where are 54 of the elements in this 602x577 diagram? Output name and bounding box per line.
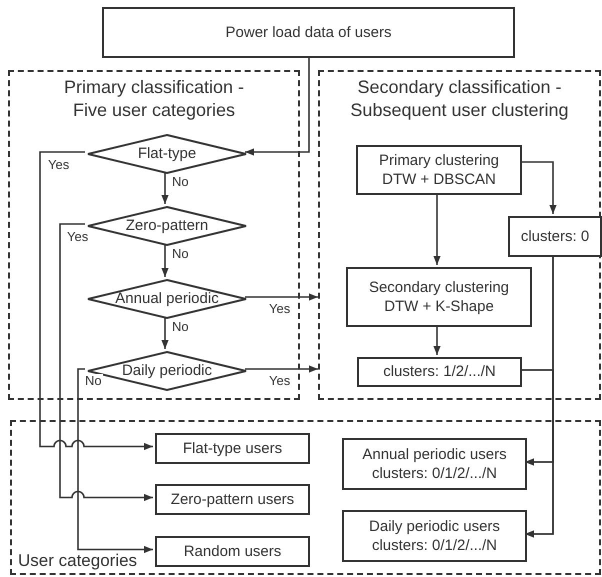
arrow [433, 193, 441, 265]
arrow [59, 223, 153, 502]
node-label: clusters: 0/1/2/.../N [372, 464, 498, 484]
process-box [357, 357, 522, 387]
node-label: Annual periodic users [362, 444, 507, 464]
edge-label: Yes [268, 374, 292, 387]
dashed-group-frame [318, 70, 601, 400]
node-label: Zero-pattern users [170, 490, 294, 510]
node-label: Flat-type [138, 144, 196, 164]
arrow [520, 369, 554, 538]
arrow [520, 161, 557, 214]
process-box [155, 484, 310, 515]
arrow [161, 317, 169, 349]
process-box [346, 267, 532, 327]
edge-label: No [171, 320, 190, 333]
node-label: Power load data of users [226, 22, 392, 42]
edge-label: No [171, 247, 190, 260]
arrow [245, 365, 318, 373]
node-label: clusters: 0/1/2/.../N [372, 536, 498, 556]
node-label: Primary clustering [378, 150, 500, 170]
edge-label: Yes [268, 302, 292, 315]
node-label: clusters: 1/2/.../N [383, 362, 496, 382]
process-box [155, 433, 310, 464]
node-label: Annual periodic [115, 289, 219, 309]
edge-label: No [171, 175, 190, 188]
node-label: DTW + DBSCAN [382, 170, 496, 190]
dashed-group-frame [10, 420, 601, 575]
arrow [77, 368, 153, 554]
group-title: User categories [18, 551, 138, 571]
arrow [161, 244, 169, 277]
node-label: clusters: 0 [520, 226, 590, 246]
arrow [245, 58, 310, 156]
edge-label: No [84, 374, 103, 387]
group-title: Primary classification - Five user categories [62, 76, 246, 122]
node-label: DTW + K-Shape [384, 297, 494, 316]
node-label: Zero-pattern [126, 216, 208, 236]
process-box [102, 7, 515, 58]
node-label: Random users [184, 542, 282, 562]
node-label: Daily periodic users [369, 516, 500, 536]
process-box [342, 510, 527, 562]
node-label: Flat-type users [182, 438, 282, 458]
group-title: Secondary classification - Subsequent user clustering [349, 76, 570, 122]
arrow [161, 172, 169, 204]
arrow [245, 293, 318, 301]
edge-label: Yes [47, 158, 70, 171]
node-label: Daily periodic [122, 361, 212, 381]
edge-label: Yes [66, 230, 90, 243]
node-label: Secondary clustering [368, 278, 510, 297]
process-box [342, 438, 527, 490]
process-box [508, 216, 602, 257]
process-box [356, 145, 522, 195]
arrow [39, 151, 153, 450]
arrow [433, 325, 441, 355]
process-box [155, 536, 310, 567]
